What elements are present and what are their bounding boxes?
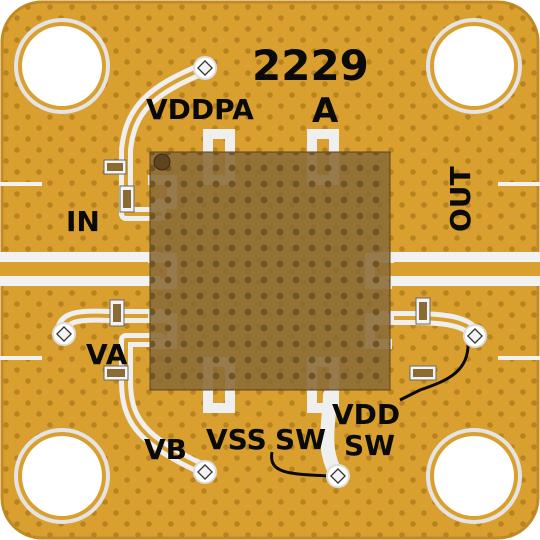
test-point-vss-sw — [326, 464, 350, 488]
test-point-vdd-sw — [463, 324, 487, 348]
label-in: IN — [66, 205, 100, 238]
silkscreen-lines — [270, 339, 470, 478]
test-point-vb — [193, 460, 217, 484]
label-sw: SW — [275, 423, 326, 456]
label-out: OUT — [444, 166, 477, 232]
mounting-holes — [14, 18, 522, 524]
test-point-va — [52, 322, 76, 346]
label-vb: VB — [144, 433, 187, 466]
label-vdd-sw-line2: SW — [344, 429, 395, 462]
revision-letter: A — [312, 91, 339, 131]
label-va: VA — [86, 338, 128, 371]
smd-components — [103, 159, 437, 381]
test-point-vddpa — [193, 56, 217, 80]
pin1-marker — [153, 153, 171, 171]
ic-package — [149, 151, 391, 391]
label-vss: VSS — [206, 423, 267, 456]
rf-transmission-line — [0, 182, 540, 360]
part-number: 2229 — [252, 41, 369, 90]
label-vddpa: VDDPA — [146, 93, 254, 126]
label-vdd-sw-line1: VDD — [332, 398, 400, 431]
test-points — [52, 56, 487, 488]
